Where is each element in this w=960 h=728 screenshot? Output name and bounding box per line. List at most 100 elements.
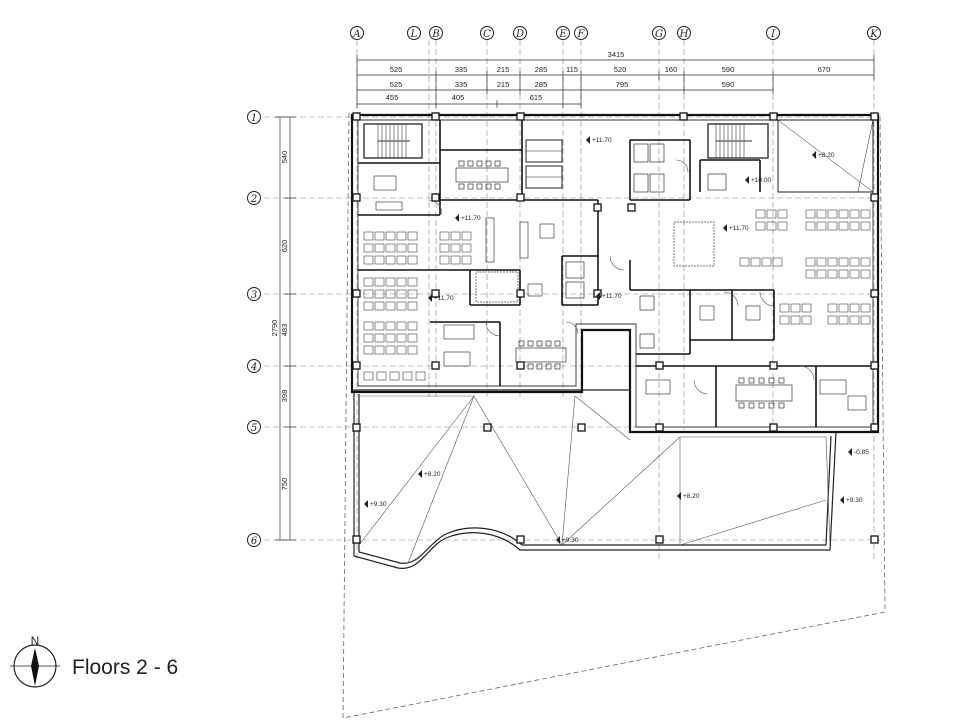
grid-bubble-4: 4: [247, 359, 261, 373]
meeting-table-east: [735, 377, 793, 409]
svg-text:-0.85: -0.85: [854, 449, 869, 456]
level-marker: +9.30: [364, 500, 387, 508]
grid-bubble-6: 6: [247, 533, 261, 547]
left-dimension-lines: [275, 116, 296, 541]
row-grid-markers: 1 2 3 4 5 6: [247, 110, 261, 547]
svg-text:285: 285: [535, 80, 548, 89]
workstations-east: [739, 209, 871, 325]
grid-bubble-E: E: [556, 26, 570, 40]
grid-bubble-1: 1: [247, 110, 261, 124]
svg-text:215: 215: [497, 65, 510, 74]
svg-text:+8.20: +8.20: [683, 493, 700, 500]
grid-bubble-K: K: [867, 26, 881, 40]
svg-text:2: 2: [250, 194, 257, 205]
level-marker: +9.30: [556, 536, 579, 544]
svg-text:335: 335: [455, 65, 468, 74]
svg-text:F: F: [577, 29, 586, 40]
svg-text:+9.30: +9.30: [562, 537, 579, 544]
structural-columns: [352, 112, 879, 544]
svg-text:455: 455: [386, 93, 399, 102]
north-arrow-icon: N: [10, 634, 60, 688]
top-dimension-lines: [356, 55, 875, 108]
column-grid-markers: A L B C D E F G H I K: [350, 26, 881, 40]
svg-text:+9.30: +9.30: [370, 501, 387, 508]
svg-text:6: 6: [251, 536, 258, 547]
svg-text:590: 590: [722, 80, 735, 89]
grid-bubble-I: I: [766, 26, 780, 40]
level-marker: +9.30: [840, 496, 863, 504]
svg-text:525: 525: [390, 65, 403, 74]
site-boundary: [342, 112, 886, 719]
grid-bubble-H: H: [677, 26, 691, 40]
grid-bubble-B: B: [429, 26, 443, 40]
grid-bubble-3: 3: [247, 287, 261, 301]
workstations-west: [363, 231, 472, 381]
svg-text:620: 620: [280, 240, 289, 253]
building-inner-outline: [357, 119, 874, 428]
svg-text:405: 405: [452, 93, 465, 102]
grid-bubble-G: G: [652, 26, 666, 40]
level-marker: +11.70: [723, 224, 749, 232]
svg-text:+11.70: +11.70: [592, 137, 612, 144]
svg-text:+11.70: +11.70: [729, 225, 749, 232]
door-swings: [427, 159, 815, 395]
svg-text:520: 520: [614, 65, 627, 74]
svg-text:D: D: [515, 29, 524, 40]
svg-text:B: B: [431, 29, 439, 40]
svg-text:5: 5: [251, 423, 257, 434]
svg-text:215: 215: [497, 80, 510, 89]
level-marker: +11.70: [455, 214, 481, 222]
svg-text:540: 540: [280, 151, 289, 164]
northeast-terrace: [777, 119, 874, 193]
svg-text:115: 115: [566, 65, 578, 74]
svg-text:483: 483: [280, 324, 289, 337]
meeting-table-north: [455, 160, 509, 190]
svg-text:A: A: [352, 29, 360, 40]
building-outline: [350, 113, 880, 434]
stairs-east: [707, 123, 769, 159]
left-dimension-labels: 2790 540 620 483 398 750: [270, 151, 289, 491]
grid-bubble-5: 5: [247, 420, 261, 434]
grid-bubble-A: A: [350, 26, 364, 40]
svg-text:285: 285: [535, 65, 548, 74]
svg-text:+8.20: +8.20: [818, 152, 835, 159]
svg-text:K: K: [869, 29, 878, 40]
level-marker: +10.00: [745, 176, 771, 184]
grid-bubble-D: D: [513, 26, 527, 40]
svg-text:4: 4: [250, 362, 257, 373]
dim-overall: 3415: [608, 50, 625, 59]
svg-text:1: 1: [251, 113, 257, 124]
interior-walls: [358, 120, 872, 427]
svg-text:C: C: [483, 29, 491, 40]
svg-text:795: 795: [616, 80, 629, 89]
svg-text:160: 160: [665, 65, 678, 74]
level-marker: +8.20: [812, 151, 835, 159]
svg-text:E: E: [558, 29, 567, 40]
svg-text:+11.70: +11.70: [434, 295, 454, 302]
terrace-slope-lines: [358, 395, 831, 564]
terrace-slab: [353, 389, 837, 569]
grid-bubble-2: 2: [247, 191, 261, 205]
svg-text:H: H: [679, 29, 689, 40]
top-dimension-labels: 3415 525 335 215 285 115 520 160 590 670…: [386, 50, 831, 102]
svg-text:670: 670: [818, 65, 831, 74]
north-label: N: [31, 634, 40, 648]
svg-text:L: L: [410, 29, 418, 40]
svg-text:+9.30: +9.30: [846, 497, 863, 504]
svg-text:G: G: [655, 29, 663, 40]
svg-text:750: 750: [280, 478, 289, 491]
svg-text:590: 590: [722, 65, 735, 74]
level-marker: +11.70: [428, 294, 454, 302]
dim-vertical-total: 2790: [270, 320, 279, 337]
office-furniture: [373, 175, 867, 411]
level-marker: -0.85: [848, 448, 869, 456]
elevator-shafts: [525, 139, 563, 189]
svg-text:+11.70: +11.70: [602, 293, 622, 300]
level-markers: +11.70 +11.70 +11.70 +11.70 +11.70 +8.20…: [364, 136, 869, 544]
grid-bubble-L: L: [407, 26, 421, 40]
svg-text:+10.00: +10.00: [751, 177, 771, 184]
svg-text:I: I: [770, 29, 776, 40]
level-marker: +11.70: [586, 136, 612, 144]
svg-text:+11.70: +11.70: [461, 215, 481, 222]
